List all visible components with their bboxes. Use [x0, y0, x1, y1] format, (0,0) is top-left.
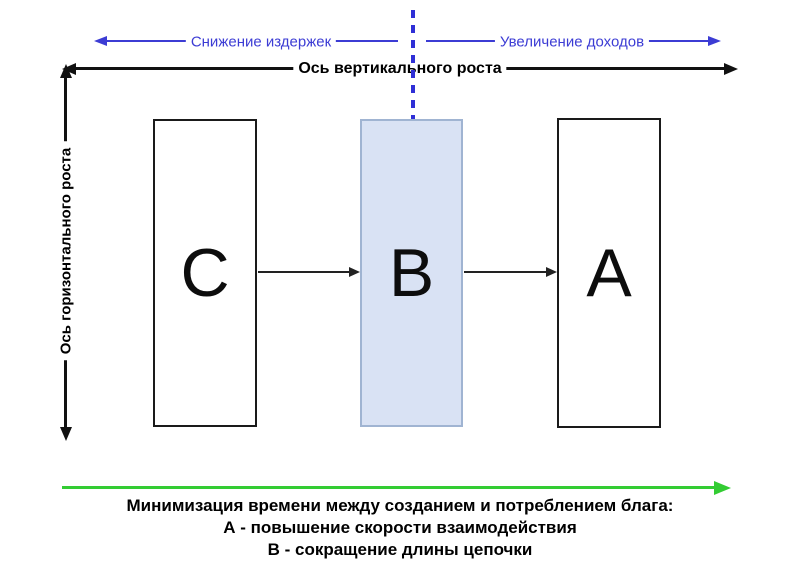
box-a-label: A: [586, 235, 632, 311]
vertical-growth-axis-label: Ось вертикального роста: [293, 60, 507, 78]
bottom-caption: Минимизация времени между созданием и по…: [0, 495, 800, 561]
arrowhead-left-icon: [94, 36, 107, 46]
arrowhead-right-icon: [724, 63, 738, 75]
center-dashed-line: [411, 10, 415, 119]
bottom-caption-line2: А - повышение скорости взаимодействия: [223, 518, 577, 537]
revenue-increase-label: Увеличение доходов: [494, 33, 650, 51]
box-b-label: B: [388, 235, 435, 311]
arrowhead-right-icon: [714, 481, 731, 495]
arrowhead-right-icon: [349, 267, 360, 277]
box-c: C: [153, 119, 257, 427]
bottom-caption-line3: В - сокращение длины цепочки: [267, 540, 533, 559]
box-b: B: [360, 119, 463, 427]
arrowhead-up-icon: [60, 64, 72, 78]
bottom-caption-line1: Минимизация времени между созданием и по…: [126, 496, 674, 515]
box-a: A: [557, 118, 661, 428]
cost-reduction-label: Снижение издержек: [185, 33, 337, 51]
arrowhead-right-icon: [546, 267, 557, 277]
box-c-label: C: [180, 235, 230, 311]
arrow-b-to-a-line: [464, 271, 547, 273]
arrow-c-to-b-line: [258, 271, 350, 273]
horizontal-growth-axis-label: Ось горизонтального роста: [57, 141, 75, 361]
arrowhead-down-icon: [60, 427, 72, 441]
time-minimization-arrow-line: [62, 486, 715, 489]
arrowhead-right-icon: [708, 36, 721, 46]
